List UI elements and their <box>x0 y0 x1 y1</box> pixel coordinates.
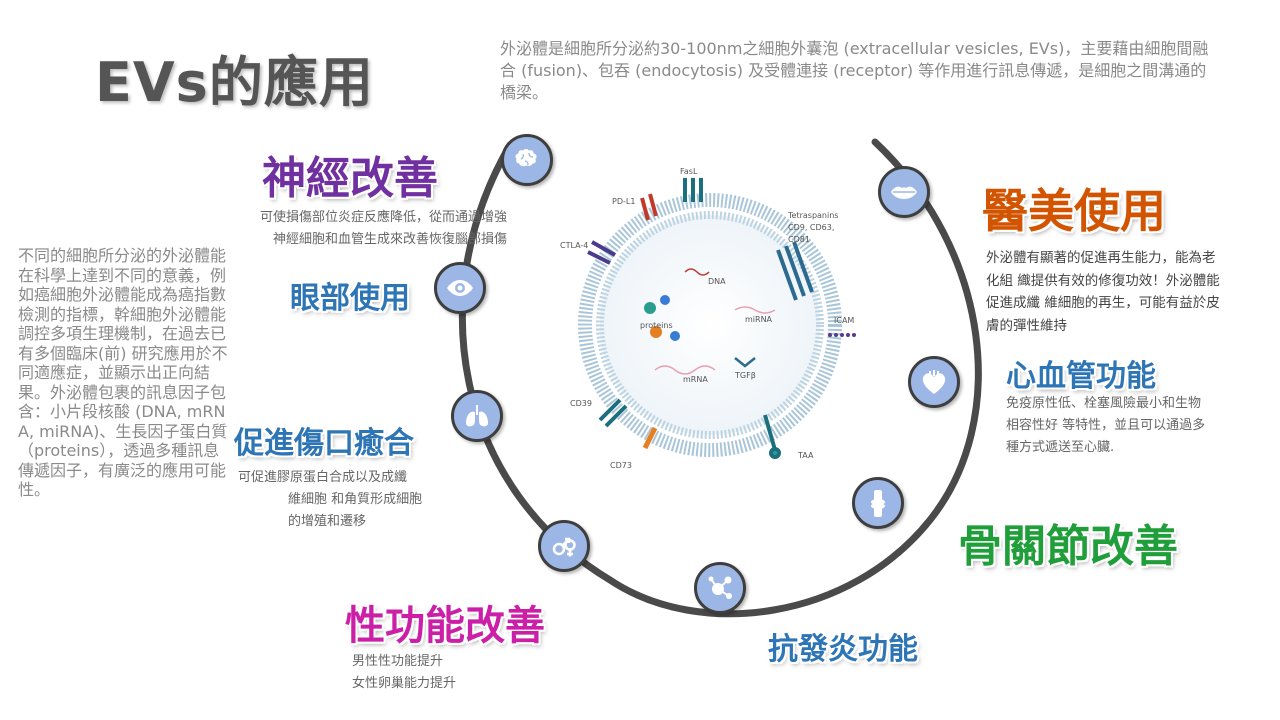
brain-icon <box>501 134 553 186</box>
label-icam: ICAM <box>834 316 854 325</box>
slide-title: EVs的應用 <box>95 51 374 114</box>
label-mrna: mRNA <box>683 375 708 384</box>
neuro-description: 可使損傷部位炎症反應降低，從而通過增強 神經細胞和血管生成來改善恢復腦部損傷 <box>202 207 507 251</box>
sexual-desc-line: 男性性功能提升 <box>352 654 444 669</box>
heading-anti: 抗發炎功能 <box>768 624 918 668</box>
cargo-mirna <box>734 306 776 314</box>
heading-eye: 眼部使用 <box>290 273 410 317</box>
eye-icon <box>434 262 486 314</box>
neuro-desc-line: 神經細胞和血管生成來改善恢復腦部損傷 <box>272 232 507 247</box>
receptor-ctla4 <box>587 240 616 265</box>
heading-cardio: 心血管功能 <box>1006 351 1156 395</box>
neuro-title: 神經改善 <box>262 153 438 204</box>
bone-title: 骨關節改善 <box>958 521 1178 572</box>
label-proteins: proteins <box>640 321 673 330</box>
sexual-title: 性功能改善 <box>345 603 545 649</box>
heading-sexual: 性功能改善 <box>345 593 545 651</box>
sexual-description: 男性性功能提升 女性卵巢能力提升 <box>352 651 456 695</box>
label-cd73: CD73 <box>610 461 632 470</box>
cardio-desc-line: 免疫原性低、栓塞風險最小和生物 <box>1006 396 1202 411</box>
label-dna: DNA <box>708 277 726 286</box>
wound-desc-line: 的增殖和遷移 <box>288 514 367 529</box>
eye-title: 眼部使用 <box>290 281 410 316</box>
cardio-desc-line: 種方式遞送至心臟. <box>1006 440 1115 455</box>
ev-vesicle-diagram: FasL PD-L1 CTLA-4 Tetraspanins CD9, CD63… <box>560 167 856 470</box>
receptor-pdl1 <box>640 193 658 221</box>
heading-beauty: 醫美使用 <box>982 175 1166 241</box>
label-tetraspanins: Tetraspanins <box>787 211 838 220</box>
label-cd81: CD81 <box>788 235 810 244</box>
label-pdl1: PD-L1 <box>612 197 635 206</box>
heart-icon <box>908 356 960 408</box>
label-cd: CD9, CD63, <box>788 223 834 232</box>
label-cd39: CD39 <box>570 399 592 408</box>
label-mirna: miRNA <box>745 315 773 324</box>
lips-icon <box>878 166 930 218</box>
receptor-cd73 <box>642 426 658 450</box>
wound-title: 促進傷口癒合 <box>234 426 414 461</box>
membrane-inner <box>596 211 824 439</box>
receptor-fasl <box>683 178 703 202</box>
anti-title: 抗發炎功能 <box>768 632 918 667</box>
left-description: 不同的細胞所分泌的外泌體能在科學上達到不同的意義，例如癌細胞外泌體能成為癌指數檢… <box>18 246 228 499</box>
knee-joint-icon <box>852 477 904 529</box>
wound-desc-line: 可促進膠原蛋白合成以及成纖 <box>238 470 408 485</box>
label-fasl: FasL <box>680 167 698 176</box>
beauty-desc-line: 促進成纖 維細胞的再生，可能有益於皮 <box>986 295 1220 311</box>
receptor-cd39 <box>598 398 628 428</box>
receptor-icam <box>828 333 856 337</box>
label-ctla4: CTLA-4 <box>560 241 588 250</box>
heading-neuro: 神經改善 <box>262 142 438 206</box>
lungs-icon <box>451 390 503 442</box>
gender-icon <box>538 520 590 572</box>
beauty-title: 醫美使用 <box>982 184 1166 238</box>
cargo-tgfb <box>734 357 756 368</box>
receptor-tetraspanins <box>776 241 814 301</box>
membrane-outer <box>578 193 842 457</box>
neuro-desc-line: 可使損傷部位炎症反應降低，從而通過增強 <box>259 210 507 225</box>
wound-description: 可促進膠原蛋白合成以及成纖 維細胞 和角質形成細胞 的增殖和遷移 <box>238 467 422 533</box>
beauty-desc-line: 膚的彈性維持 <box>986 317 1067 334</box>
sexual-desc-line: 女性卵巢能力提升 <box>352 676 457 691</box>
beauty-description: 外泌體有顯著的促進再生能力，能為老 化組 織提供有效的修復功效！外泌體能 促進成… <box>986 247 1220 337</box>
cargo-proteins <box>644 295 680 341</box>
heading-bone: 骨關節改善 <box>958 510 1178 574</box>
cardio-description: 免疫原性低、栓塞風險最小和生物 相容性好 等特性，並且可以通過多 種方式遞送至心… <box>1006 393 1205 459</box>
receptor-taa <box>763 414 781 459</box>
heading-wound: 促進傷口癒合 <box>234 418 414 462</box>
label-taa: TAA <box>797 451 814 460</box>
cargo-mrna <box>654 365 716 375</box>
cargo-dna <box>684 268 710 276</box>
beauty-desc-line: 外泌體有顯著的促進再生能力，能為老 <box>986 250 1216 266</box>
cardio-desc-line: 相容性好 等特性，並且可以通過多 <box>1006 418 1206 433</box>
label-tgfb: TGFβ <box>734 371 756 380</box>
wound-desc-line: 維細胞 和角質形成細胞 <box>288 492 423 507</box>
intro-paragraph: 外泌體是細胞所分泌約30-100nm之細胞外囊泡 (extracellular … <box>500 39 1209 102</box>
cardio-title: 心血管功能 <box>1006 359 1156 394</box>
molecule-icon <box>694 562 746 614</box>
beauty-desc-line: 化組 織提供有效的修復功效！外泌體能 <box>986 272 1220 289</box>
